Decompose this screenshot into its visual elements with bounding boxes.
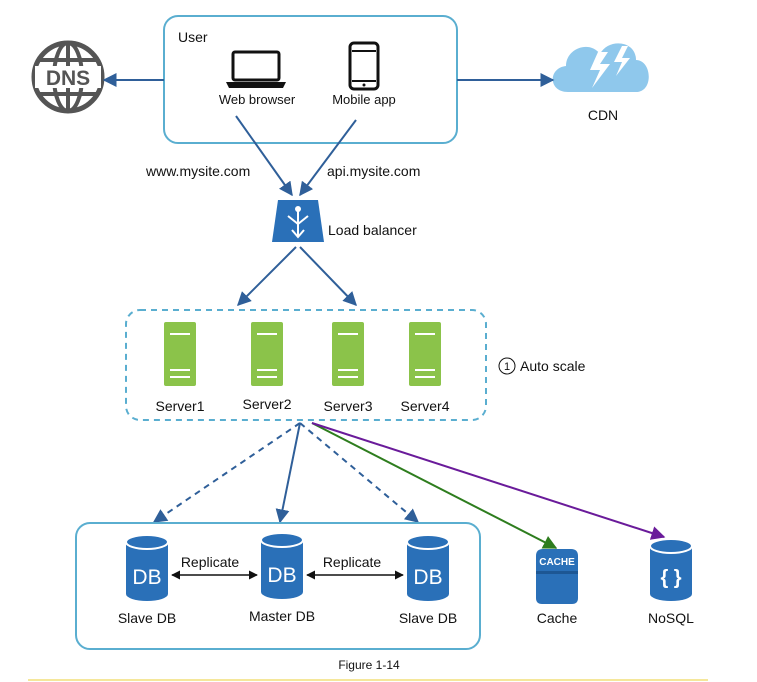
auto-scale-number: 1 <box>504 361 510 373</box>
replicate-left-label: Replicate <box>181 554 240 570</box>
slave-db-right-label: Slave DB <box>399 610 457 626</box>
nosql-database-icon <box>649 538 693 601</box>
load-balancer-icon <box>272 200 324 242</box>
api-domain-label: api.mysite.com <box>327 163 420 179</box>
cache-label: Cache <box>537 610 578 626</box>
arrow-mobile-to-lb <box>299 119 357 197</box>
server-pool-box <box>125 309 487 421</box>
cdn-label: CDN <box>588 107 618 123</box>
database-cylinder-icon <box>406 534 450 601</box>
server-label: Server3 <box>323 398 372 414</box>
server-icon <box>251 322 283 386</box>
server-icon <box>164 322 196 386</box>
web-browser-label: Web browser <box>219 92 296 107</box>
arrow-server-to-nosql <box>311 422 666 540</box>
dns-label: DNS <box>46 67 90 90</box>
master-db-icon-text: DB <box>267 564 296 587</box>
arrow-server-to-master-db <box>275 422 301 524</box>
mobile-phone-icon <box>348 41 380 91</box>
master-db-label: Master DB <box>249 608 315 624</box>
cdn-cloud-icon <box>552 43 649 92</box>
arrow-server-to-slave-db-left <box>152 422 301 523</box>
dns-globe-icon <box>31 40 105 114</box>
arrow-lb-to-server-left <box>237 246 297 306</box>
database-cylinder-icon <box>260 532 304 599</box>
arrow-server-to-slave-db-right <box>299 422 420 523</box>
user-box-title: User <box>178 29 208 45</box>
replicate-right-label: Replicate <box>323 554 382 570</box>
server-icon <box>409 322 441 386</box>
mobile-app-label: Mobile app <box>332 92 396 107</box>
nosql-icon-text: { } <box>660 567 681 589</box>
arrow-lb-to-server-right <box>299 246 357 307</box>
laptop-icon <box>226 50 286 88</box>
database-cylinder-icon <box>125 534 169 601</box>
nosql-label: NoSQL <box>648 610 694 626</box>
user-box <box>163 15 458 144</box>
arrow-server-to-cache <box>311 422 558 549</box>
load-balancer-label: Load balancer <box>328 222 417 238</box>
auto-scale-label: Auto scale <box>520 358 586 374</box>
server-label: Server2 <box>242 396 291 412</box>
figure-caption: Figure 1-14 <box>338 658 400 672</box>
cache-icon-text: CACHE <box>539 557 575 568</box>
arrow-web-to-lb <box>235 115 293 197</box>
slave-db-left-icon-text: DB <box>132 566 161 589</box>
auto-scale-number-circle <box>498 357 516 375</box>
server-label: Server1 <box>155 398 204 414</box>
slave-db-right-icon-text: DB <box>413 566 442 589</box>
cache-icon <box>536 549 578 604</box>
server-label: Server4 <box>400 398 449 414</box>
server-icon <box>332 322 364 386</box>
web-domain-label: www.mysite.com <box>145 163 250 179</box>
slave-db-left-label: Slave DB <box>118 610 176 626</box>
